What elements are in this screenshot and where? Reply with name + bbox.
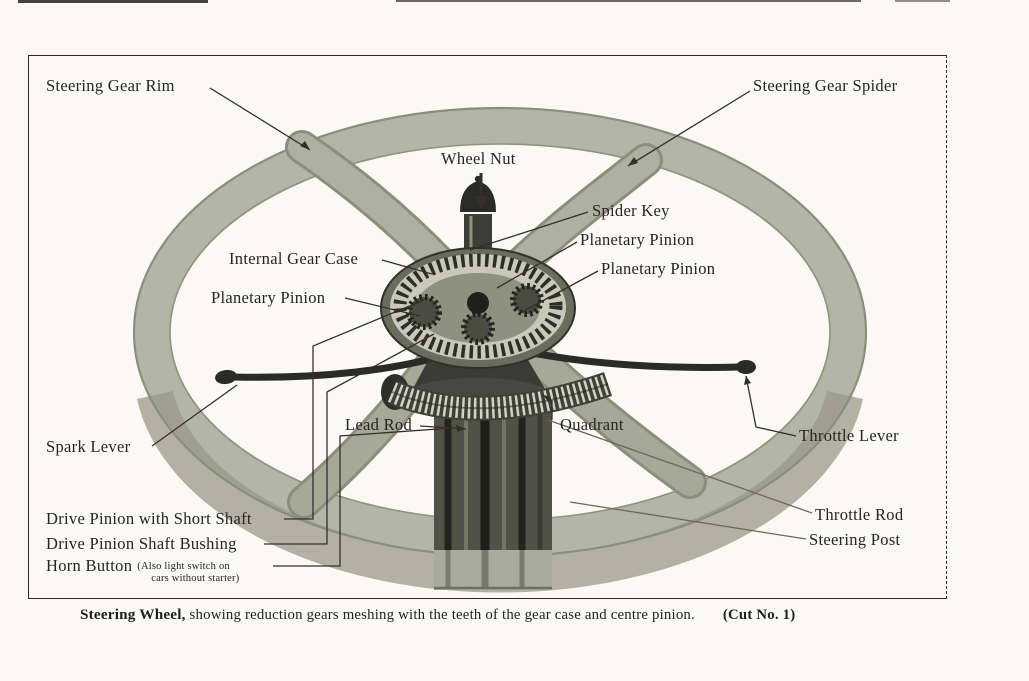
horn-button-text: Horn Button bbox=[46, 556, 133, 575]
label-spark-lever: Spark Lever bbox=[46, 437, 131, 456]
label-planetary-pinion-right-1: Planetary Pinion bbox=[580, 230, 695, 249]
scan-artifact bbox=[18, 0, 208, 3]
arrowhead bbox=[300, 141, 310, 150]
quadrant-gear bbox=[387, 372, 613, 421]
figure-caption: Steering Wheel, showing reduction gears … bbox=[80, 606, 795, 624]
horn-button-note-line2: cars without starter) bbox=[151, 572, 240, 584]
arrowhead bbox=[543, 395, 551, 403]
label-steering-gear-rim: Steering Gear Rim bbox=[46, 76, 175, 95]
scan-artifact bbox=[895, 0, 950, 2]
figure-border-box bbox=[28, 55, 947, 599]
label-lead-rod: Lead Rod bbox=[345, 415, 413, 434]
horn-button-note-line1: (Also light switch on bbox=[137, 561, 230, 572]
caption-cut-number: (Cut No. 1) bbox=[722, 607, 796, 623]
label-spider-key: Spider Key bbox=[592, 201, 670, 220]
label-internal-gear-case: Internal Gear Case bbox=[229, 249, 359, 268]
arrowhead bbox=[628, 157, 638, 166]
arrowhead bbox=[744, 376, 751, 385]
centre-pinion bbox=[467, 292, 489, 314]
label-planetary-pinion-right-2: Planetary Pinion bbox=[601, 259, 716, 278]
caption-body: showing reduction gears meshing with the… bbox=[185, 607, 695, 623]
scan-artifact bbox=[396, 0, 861, 2]
horn-button-note: (Also light switch on cars without start… bbox=[137, 561, 239, 584]
label-throttle-rod: Throttle Rod bbox=[815, 505, 904, 524]
label-throttle-lever: Throttle Lever bbox=[799, 426, 899, 445]
label-drive-pinion-shaft-bushing: Drive Pinion Shaft Bushing bbox=[46, 534, 237, 553]
label-wheel-nut: Wheel Nut bbox=[441, 149, 516, 168]
arrowhead bbox=[474, 196, 488, 209]
label-quadrant: Quadrant bbox=[560, 415, 624, 434]
label-steering-post: Steering Post bbox=[809, 530, 901, 549]
label-drive-pinion-short-shaft: Drive Pinion with Short Shaft bbox=[46, 509, 252, 528]
caption-lead: Steering Wheel, bbox=[80, 606, 186, 623]
hub-gear-case bbox=[380, 175, 576, 369]
label-planetary-pinion-left: Planetary Pinion bbox=[211, 288, 326, 307]
planetary-pinion-gears bbox=[406, 283, 544, 345]
label-steering-gear-spider: Steering Gear Spider bbox=[753, 76, 898, 95]
arrowhead bbox=[456, 425, 466, 432]
leader-lines bbox=[151, 87, 813, 567]
label-horn-button: Horn Button (Also light switch on cars w… bbox=[46, 557, 239, 584]
